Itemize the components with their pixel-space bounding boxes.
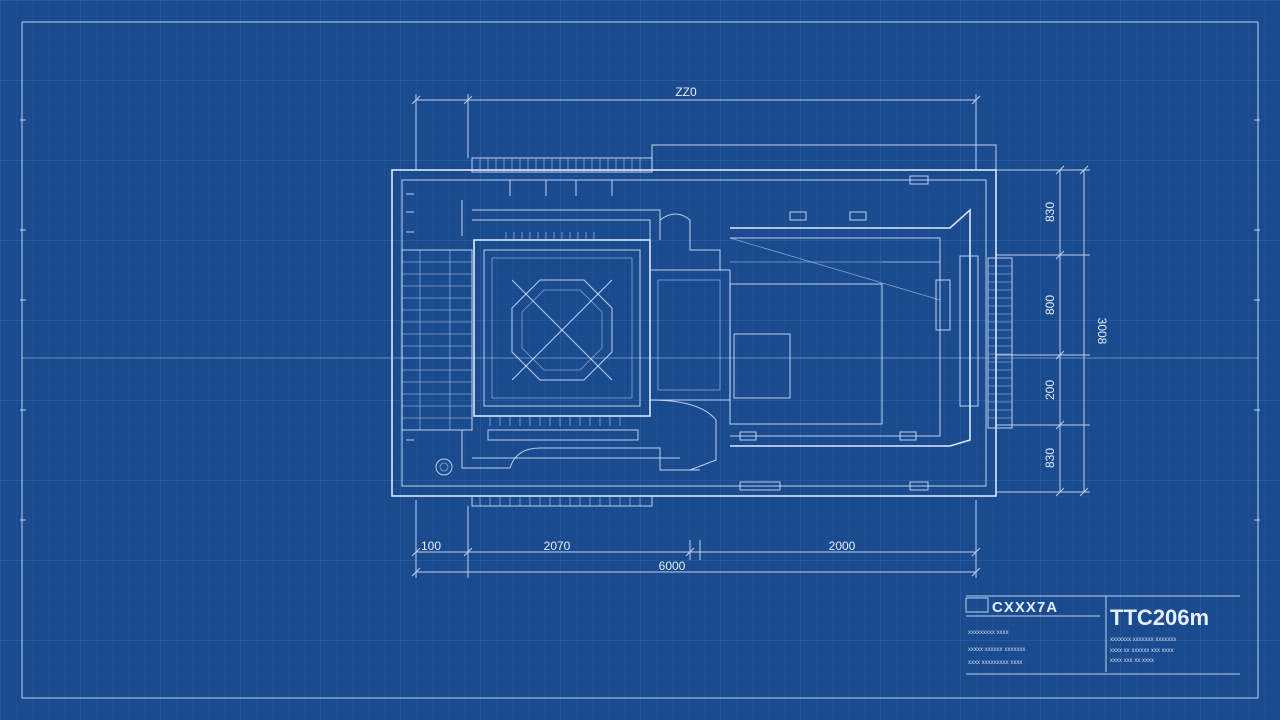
dim-bottom-mid-left: 2070	[544, 539, 571, 553]
core-module-inner	[483, 249, 641, 407]
inner-room-b	[733, 333, 791, 399]
dim-right-1: 830	[1043, 202, 1057, 222]
title-block-left-line-2: xxxxx xxxxxx xxxxxxx	[968, 647, 1025, 653]
title-block: CXXX7A TTC206m xxxxxxxxx xxxx xxxxx xxxx…	[965, 595, 1240, 675]
sheet-border	[21, 21, 1259, 699]
left-stair-treads	[402, 250, 472, 430]
bottom-corridor	[471, 495, 653, 507]
right-chamber	[730, 208, 971, 447]
fixtures	[406, 175, 929, 491]
title-block-left-line-1: xxxxxxxxx xxxx	[968, 630, 1009, 636]
dim-right-3: 200	[1043, 380, 1057, 400]
inner-room-a	[729, 283, 883, 425]
dimensions-top	[411, 94, 981, 170]
title-block-left-line-3: xxxx xxxxxxxxx xxxx	[968, 660, 1022, 666]
dim-top-label: ZZ0	[675, 85, 697, 99]
title-block-logo: CXXX7A	[992, 599, 1058, 616]
dimensions-right	[996, 165, 1090, 497]
core-octagon	[511, 279, 613, 381]
dim-bottom-left-short: 100	[421, 539, 441, 553]
drawing-number: TTC206m	[1110, 605, 1209, 630]
duct-bottom	[461, 430, 700, 471]
left-stair	[401, 249, 473, 431]
title-block-right-line-2: xxxx xx xxxxxx xxx xxxx	[1110, 648, 1174, 654]
dimensions-bottom	[411, 500, 981, 578]
dim-bottom-overall: 6000	[659, 559, 686, 573]
title-block-right-line-3: xxxx xxx xx xxxx	[1110, 658, 1154, 664]
dim-right-2: 800	[1043, 295, 1057, 315]
border-ticks	[20, 119, 1260, 521]
drain-symbol	[435, 458, 453, 476]
floor-plan	[391, 144, 1013, 507]
dim-right-4: 830	[1043, 448, 1057, 468]
duct-top	[461, 200, 661, 246]
core-fins	[489, 232, 621, 426]
title-block-right-line-1: xxxxxxx xxxxxxx xxxxxxx	[1110, 637, 1176, 643]
dim-right-overall: 3008	[1095, 318, 1109, 345]
vent-grille	[987, 257, 1013, 429]
top-corridor-hatching	[479, 158, 641, 172]
dim-bottom-mid-right: 2000	[829, 539, 856, 553]
